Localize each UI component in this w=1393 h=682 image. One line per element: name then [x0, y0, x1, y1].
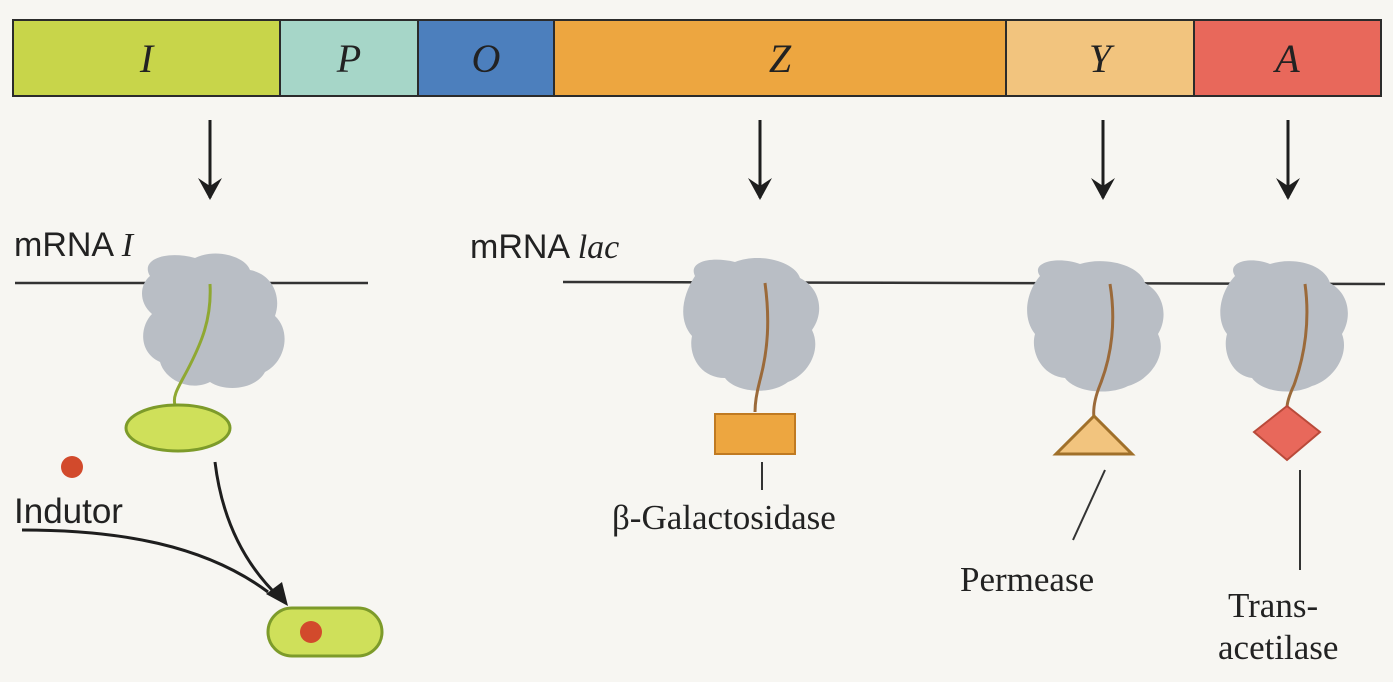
mrna-lac-gene: lac [578, 229, 620, 266]
arrow-from-gene-I [198, 120, 222, 200]
bound-inducer [300, 621, 322, 643]
arrow-inducer-to-complex [22, 530, 268, 592]
ribosome-Y [1027, 260, 1163, 391]
arrow-from-gene-Y [1091, 120, 1115, 200]
mrna-I-label: mRNA I [14, 226, 133, 265]
transacetylase-protein [1254, 406, 1320, 460]
mrna-I-gene: I [122, 227, 133, 264]
transacetylase-label-line1: Trans- [1228, 586, 1318, 626]
permease-label: Permease [960, 560, 1094, 600]
arrow-from-gene-A [1276, 120, 1300, 200]
repressor-inducer-complex [268, 608, 382, 656]
ribosome-Z [683, 258, 819, 391]
transacetylase-label-line2: acetilase [1218, 628, 1338, 668]
mrna-lac-label: mRNA lac [470, 228, 619, 267]
arrow-from-gene-Z [748, 120, 772, 200]
permease-protein [1056, 416, 1132, 454]
ribosome-I [142, 254, 285, 388]
mrna-lac-prefix: mRNA [470, 228, 578, 266]
ribosome-A [1220, 260, 1348, 391]
mrna-I-prefix: mRNA [14, 226, 122, 264]
inducer-molecule [61, 456, 83, 478]
repressor-protein [126, 405, 230, 451]
inducer-label: Indutor [14, 492, 123, 532]
beta-galactosidase-protein [715, 414, 795, 454]
beta-galactosidase-label: β-Galactosidase [612, 498, 836, 538]
pointer-permease [1073, 470, 1105, 540]
